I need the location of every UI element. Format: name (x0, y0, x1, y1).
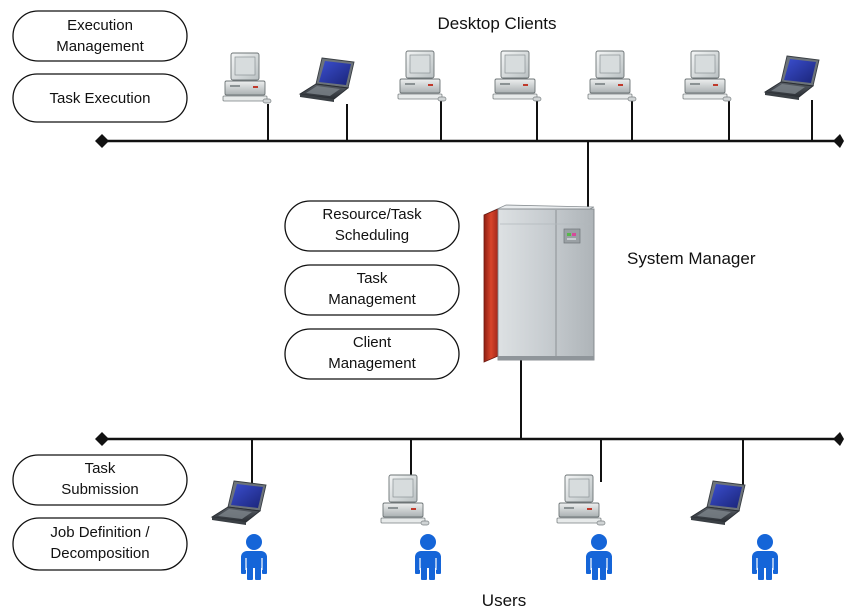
user-laptop-icon (690, 480, 746, 526)
svg-text:Management: Management (56, 38, 144, 55)
desktop-client-computer-icon (682, 50, 732, 102)
desktop-client-computer-icon (492, 50, 542, 102)
user-function-task-submission: Task Submission (12, 454, 188, 506)
svg-text:Submission: Submission (61, 481, 139, 498)
desktop-client-computer-icon (397, 50, 447, 102)
client-function-execution-management: Execution Management (12, 10, 188, 62)
user-person-icon (751, 533, 779, 581)
user-computer-icon (556, 474, 606, 526)
user-person-icon (585, 533, 613, 581)
svg-text:Job Definition /: Job Definition / (50, 524, 150, 541)
user-laptop-icon (211, 480, 267, 526)
user-network-bus (95, 432, 844, 446)
user-computer-icon (380, 474, 430, 526)
client-connectors (267, 100, 813, 141)
client-network-bus (95, 134, 844, 148)
svg-text:Task: Task (85, 460, 116, 477)
users-group (240, 533, 779, 581)
svg-text:Client: Client (353, 334, 392, 351)
svg-text:Decomposition: Decomposition (50, 545, 149, 562)
svg-text:Management: Management (328, 291, 416, 308)
user-workstations (211, 474, 746, 526)
user-function-job-definition: Job Definition / Decomposition (12, 517, 188, 571)
server-connectors (520, 141, 589, 439)
desktop-client-computer-icon (222, 52, 272, 104)
system-manager-server-icon (483, 204, 595, 363)
svg-text:Execution: Execution (67, 17, 133, 34)
desktop-clients (222, 50, 820, 104)
desktop-client-laptop-icon (764, 55, 820, 101)
users-title: Users (482, 591, 526, 610)
svg-text:Management: Management (328, 355, 416, 372)
svg-text:Scheduling: Scheduling (335, 227, 409, 244)
desktop-clients-title: Desktop Clients (437, 14, 556, 33)
desktop-client-computer-icon (587, 50, 637, 102)
svg-text:Task: Task (357, 270, 388, 287)
user-person-icon (240, 533, 268, 581)
manager-function-resource-task-scheduling: Resource/Task Scheduling (284, 200, 460, 252)
svg-text:Task Execution: Task Execution (50, 90, 151, 107)
user-person-icon (414, 533, 442, 581)
desktop-client-laptop-icon (299, 57, 355, 103)
svg-text:Resource/Task: Resource/Task (322, 206, 422, 223)
manager-function-client-management: Client Management (284, 328, 460, 380)
user-connectors (251, 439, 744, 492)
system-manager-title: System Manager (627, 249, 756, 268)
client-function-task-execution: Task Execution (12, 73, 188, 123)
manager-function-task-management: Task Management (284, 264, 460, 316)
